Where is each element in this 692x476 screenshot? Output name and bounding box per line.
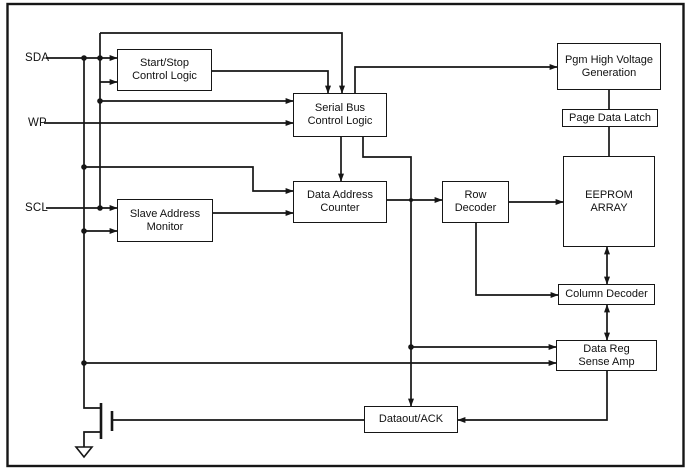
block-pgm-high-voltage-generation: Pgm High Voltage Generation bbox=[557, 43, 661, 90]
block-label: Page Data Latch bbox=[569, 111, 651, 124]
block-label: EEPROM ARRAY bbox=[585, 188, 633, 214]
junction-dot bbox=[81, 360, 87, 366]
pin-label-scl: SCL bbox=[25, 201, 48, 215]
block-row-decoder: Row Decoder bbox=[442, 181, 509, 223]
pin-label-wp: WP bbox=[28, 116, 47, 130]
block-label: Data Reg Sense Amp bbox=[578, 342, 635, 368]
block-data-reg-sense-amp: Data Reg Sense Amp bbox=[556, 340, 657, 371]
block-slave-address-monitor: Slave Address Monitor bbox=[117, 199, 213, 242]
wire-sda-rail-to-transistor bbox=[83, 58, 100, 409]
junction-dot bbox=[81, 164, 87, 170]
junction-dot bbox=[97, 98, 103, 104]
wire-top-line-to-serial-bus bbox=[100, 32, 345, 94]
wire-row-decoder-to-column bbox=[475, 223, 559, 298]
block-label: Start/Stop Control Logic bbox=[132, 57, 197, 82]
block-serial-bus-control-logic: Serial Bus Control Logic bbox=[293, 93, 387, 137]
block-start-stop-control-logic: Start/Stop Control Logic bbox=[117, 49, 212, 91]
wire-mosfet-source bbox=[83, 431, 102, 447]
junction-dot bbox=[409, 198, 413, 202]
block-label: Slave Address Monitor bbox=[129, 207, 201, 233]
block-eeprom-array: EEPROM ARRAY bbox=[563, 156, 655, 247]
block-page-data-latch: Page Data Latch bbox=[562, 109, 658, 127]
wire-senseamp-to-dataout bbox=[457, 371, 608, 423]
junction-dot bbox=[97, 205, 103, 211]
block-data-address-counter: Data Address Counter bbox=[293, 181, 387, 223]
junction-dot bbox=[97, 55, 103, 61]
block-label: Row Decoder bbox=[454, 189, 497, 214]
wire-serial-bus-to-dataout bbox=[362, 137, 414, 407]
wire-startstop-to-serial-bus bbox=[212, 70, 331, 94]
block-label: Serial Bus Control Logic bbox=[307, 102, 373, 127]
pin-text: SCL bbox=[25, 202, 48, 214]
ground-symbol bbox=[74, 446, 94, 459]
pin-text: WP bbox=[28, 117, 47, 129]
block-label: Dataout/ACK bbox=[378, 413, 444, 425]
wire-rail-to-counter-1 bbox=[84, 166, 294, 194]
junction-dot bbox=[81, 55, 87, 61]
junction-dot bbox=[408, 344, 414, 350]
wire-serial-bus-to-pgm bbox=[354, 64, 558, 93]
block-label: Pgm High Voltage Generation bbox=[564, 53, 654, 79]
block-label: Column Decoder bbox=[565, 288, 648, 300]
block-dataout-ack: Dataout/ACK bbox=[364, 406, 458, 433]
block-column-decoder: Column Decoder bbox=[558, 284, 655, 305]
pin-text: SDA bbox=[25, 52, 50, 64]
block-label: Data Address Counter bbox=[306, 189, 374, 214]
diagram-border bbox=[6, 2, 685, 468]
junction-dot bbox=[81, 228, 87, 234]
pin-label-sda: SDA bbox=[25, 51, 49, 65]
